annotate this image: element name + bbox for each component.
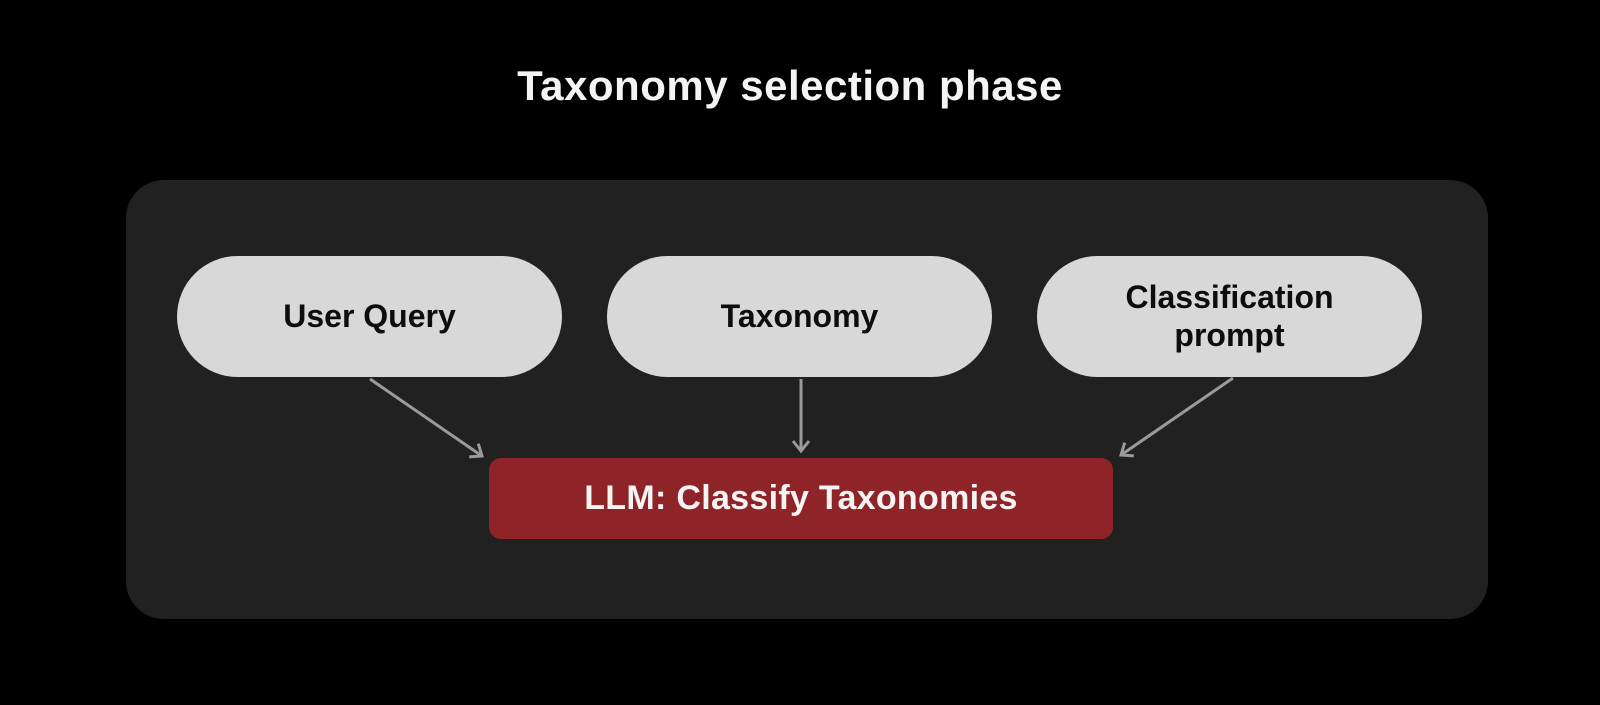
node-llm-classify-taxonomies-label: LLM: Classify Taxonomies [584,479,1018,517]
node-taxonomy: Taxonomy [607,256,992,377]
node-classification-prompt: Classification prompt [1037,256,1422,377]
node-taxonomy-label: Taxonomy [720,297,879,334]
diagram-title: Taxonomy selection phase [517,62,1063,109]
node-user-query: User Query [177,256,562,377]
diagram-panel [126,180,1488,619]
node-classification-prompt-label: Classification prompt [1125,278,1334,353]
node-llm-classify-taxonomies: LLM: Classify Taxonomies [489,458,1113,539]
node-user-query-label: User Query [283,297,456,334]
